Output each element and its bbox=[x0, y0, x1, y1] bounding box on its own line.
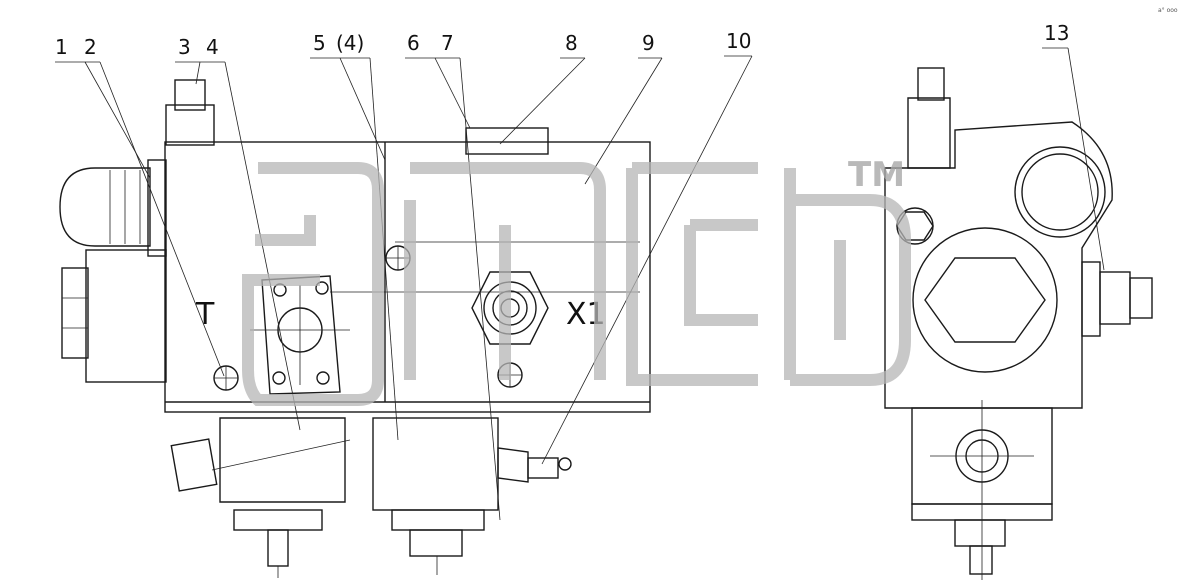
valve-body bbox=[164, 141, 651, 413]
watermark-trademark: TM bbox=[848, 155, 905, 195]
callout-1: 1 bbox=[55, 35, 68, 59]
callout-9: 9 bbox=[642, 31, 655, 55]
top-block bbox=[465, 127, 549, 155]
callout-6: 6 bbox=[407, 31, 420, 55]
side-view bbox=[884, 67, 1153, 580]
callout-10: 10 bbox=[726, 29, 751, 53]
bottom-valve-middle bbox=[372, 417, 499, 511]
leader-lines bbox=[55, 47, 1105, 521]
callout-3: 3 bbox=[178, 35, 191, 59]
callout-2: 2 bbox=[84, 35, 97, 59]
callout-13: 13 bbox=[1044, 21, 1069, 45]
corner-mark: a° ooo bbox=[1158, 7, 1178, 14]
callout-8: 8 bbox=[565, 31, 578, 55]
test-fitting bbox=[497, 447, 529, 483]
hex-plug bbox=[912, 227, 1058, 373]
callout-4-alt: (4) bbox=[336, 31, 364, 55]
callout-5: 5 bbox=[313, 31, 326, 55]
port-label-t: T bbox=[195, 297, 215, 332]
bottom-valve-left bbox=[219, 417, 346, 503]
port-nut bbox=[1014, 146, 1106, 238]
watermark-logo: TM bbox=[242, 155, 911, 406]
top-cap bbox=[174, 79, 206, 111]
callout-4: 4 bbox=[206, 35, 219, 59]
pilot-port-fitting bbox=[471, 271, 549, 345]
solenoid-coil-left bbox=[59, 167, 151, 247]
callout-numbers: 1 2 3 4 5 (4) 6 7 8 9 10 13 bbox=[55, 21, 1069, 59]
side-body bbox=[884, 121, 1113, 409]
callout-7: 7 bbox=[441, 31, 454, 55]
solenoid-actuator-lower bbox=[85, 249, 167, 383]
front-view: T X1 bbox=[59, 79, 651, 578]
side-cap bbox=[907, 97, 951, 169]
